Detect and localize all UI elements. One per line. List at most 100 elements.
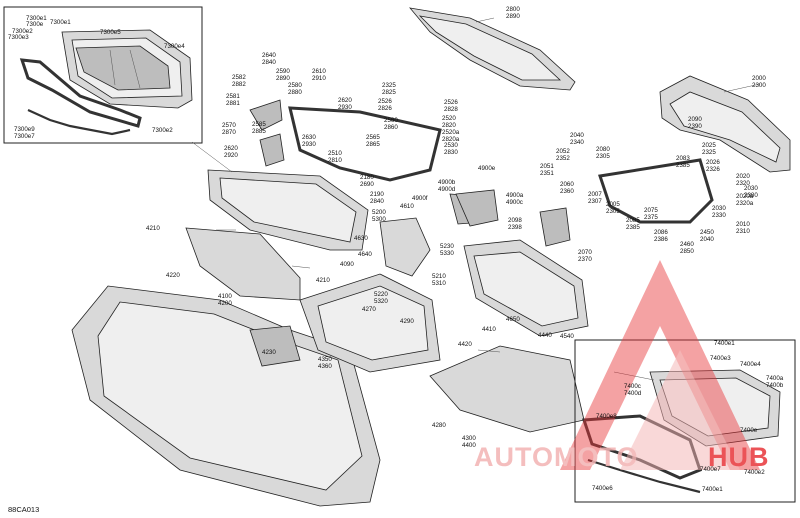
part-label-7400e1a: 7400e1: [714, 340, 735, 347]
part-label-7300e3: 7300e3: [8, 34, 29, 41]
part-label-2881: 2881: [226, 100, 240, 107]
part-label-2090: 2090: [688, 116, 702, 123]
part-label-2385b: 2385: [626, 224, 640, 231]
floor-4270-illustration: [299, 273, 441, 373]
part-label-2080: 2080: [596, 146, 610, 153]
part-label-4420: 4420: [458, 341, 472, 348]
part-label-2890: 2890: [506, 13, 520, 20]
part-label-2580: 2580: [288, 82, 302, 89]
part-label-2390: 2390: [688, 123, 702, 130]
part-label-7300e1b: 7300e1: [50, 19, 71, 26]
part-label-4230: 4230: [262, 349, 276, 356]
part-label-7400e2: 7400e2: [744, 469, 765, 476]
part-label-2052: 2052: [556, 148, 570, 155]
part-label-2930: 2930: [338, 104, 352, 111]
part-label-2070: 2070: [578, 249, 592, 256]
part-label-4400: 4400: [462, 442, 476, 449]
part-label-2880: 2880: [288, 89, 302, 96]
detail-box-7400: [574, 339, 796, 503]
part-label-4270: 4270: [362, 306, 376, 313]
door-trim-7300-illustration: [19, 58, 142, 136]
part-label-5200: 5200: [372, 209, 386, 216]
part-label-5230: 5230: [440, 243, 454, 250]
part-label-2385: 2385: [676, 162, 690, 169]
part-label-2040b: 2040: [700, 236, 714, 243]
part-label-7300ea: 7300e: [26, 21, 44, 28]
part-label-2610: 2610: [312, 68, 326, 75]
part-label-2865: 2865: [366, 141, 380, 148]
part-label-7300e9: 7300e9: [14, 126, 35, 133]
part-label-4300: 4300: [462, 435, 476, 442]
part-label-4540: 4540: [560, 333, 574, 340]
part-label-2020: 2020: [736, 173, 750, 180]
detail-box-7300: [3, 6, 203, 144]
part-label-2025: 2025: [702, 142, 716, 149]
part-label-2830: 2830: [444, 149, 458, 156]
part-label-2630: 2630: [302, 134, 316, 141]
part-label-2526: 2526: [378, 98, 392, 105]
part-label-7300e4: 7300e4: [164, 43, 185, 50]
part-label-2326: 2326: [706, 166, 720, 173]
part-label-2450: 2450: [700, 229, 714, 236]
cover-2000-illustration: [659, 75, 791, 173]
part-label-2565: 2565: [366, 134, 380, 141]
part-label-2870: 2870: [222, 129, 236, 136]
part-label-4440: 4440: [538, 332, 552, 339]
part-label-4900d: 4900d: [438, 186, 456, 193]
leader-lines: [191, 17, 761, 381]
part-label-7400e: 7400e: [740, 427, 758, 434]
part-label-2850: 2850: [680, 248, 694, 255]
part-label-2325: 2325: [382, 82, 396, 89]
part-label-4200: 4200: [218, 300, 232, 307]
part-label-2005: 2005: [606, 201, 620, 208]
part-label-2882: 2882: [232, 81, 246, 88]
part-label-4220: 4220: [166, 272, 180, 279]
part-label-4210: 4210: [146, 225, 160, 232]
part-label-2840: 2840: [262, 59, 276, 66]
part-label-2180: 2180: [360, 174, 374, 181]
console-5200-illustration: [379, 189, 499, 277]
part-label-2305b: 2305: [606, 208, 620, 215]
part-label-7300e2t: 7300e2: [12, 28, 33, 35]
part-label-7400d: 7400d: [624, 390, 642, 397]
part-label-2086: 2086: [654, 229, 668, 236]
part-label-4900b: 4900b: [438, 179, 456, 186]
part-label-4090: 4090: [340, 261, 354, 268]
part-label-2820: 2820: [442, 122, 456, 129]
part-label-2320a: 2320a: [736, 200, 754, 207]
part-label-5330: 5330: [440, 250, 454, 257]
part-label-2585: 2585: [252, 121, 266, 128]
part-label-2620b: 2620: [224, 145, 238, 152]
part-label-2051: 2051: [540, 163, 554, 170]
part-label-2352: 2352: [556, 155, 570, 162]
part-label-2590: 2590: [276, 68, 290, 75]
part-label-2190: 2190: [370, 191, 384, 198]
part-label-2840b: 2840: [370, 198, 384, 205]
part-label-2300: 2300: [752, 82, 766, 89]
door-frame-2510-illustration: [249, 99, 442, 182]
part-label-5210: 5210: [432, 273, 446, 280]
part-label-2320: 2320: [736, 180, 750, 187]
part-label-4630: 4630: [354, 235, 368, 242]
part-label-2860: 2860: [384, 124, 398, 131]
part-label-2690: 2690: [360, 181, 374, 188]
part-label-7400e8: 7400e8: [596, 413, 617, 420]
part-label-2340: 2340: [570, 139, 584, 146]
part-label-2360: 2360: [560, 188, 574, 195]
part-label-7300e7: 7300e7: [14, 133, 35, 140]
part-label-2310: 2310: [736, 228, 750, 235]
part-label-2520a: 2520a: [442, 129, 460, 136]
part-label-2810: 2810: [328, 157, 342, 164]
lower-tub-illustration: [71, 285, 381, 507]
part-label-2030: 2030: [744, 185, 758, 192]
door-panel-7300-illustration: [61, 29, 193, 109]
part-label-2570: 2570: [222, 122, 236, 129]
part-label-4900e: 4900e: [478, 165, 496, 172]
part-label-2820a: 2820a: [442, 136, 460, 143]
part-label-7400c: 7400c: [624, 383, 641, 390]
part-label-2351: 2351: [540, 170, 554, 177]
part-label-5300: 5300: [372, 216, 386, 223]
part-label-2920: 2920: [224, 152, 238, 159]
part-label-2010: 2010: [736, 221, 750, 228]
